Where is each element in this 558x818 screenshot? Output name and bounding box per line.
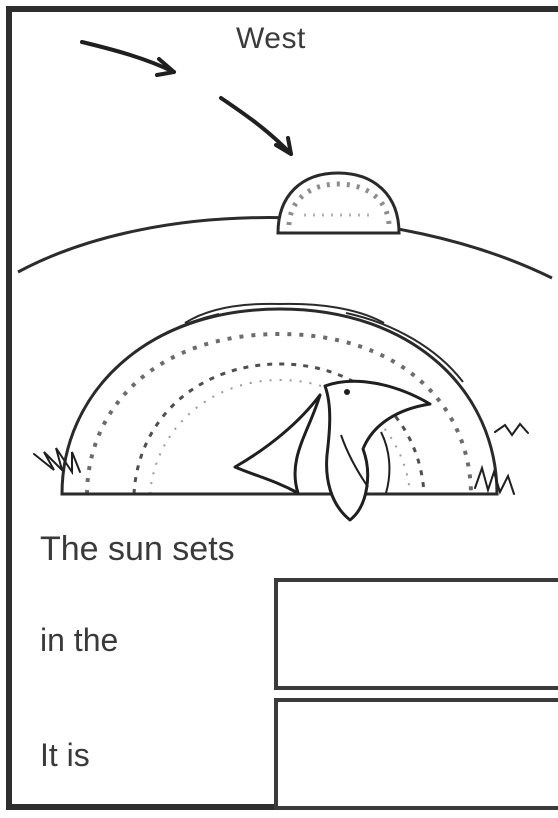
caption-text: The sun sets <box>40 530 235 569</box>
answer-box-direction[interactable] <box>274 578 558 690</box>
answer-box-time[interactable] <box>274 698 558 810</box>
direction-label: West <box>236 22 306 56</box>
arrow-icon <box>221 98 291 154</box>
row-label-it-is: It is <box>40 737 90 774</box>
sun-icon <box>278 173 399 233</box>
arrow-icon <box>82 42 174 75</box>
row-label-in-the: in the <box>40 622 118 659</box>
